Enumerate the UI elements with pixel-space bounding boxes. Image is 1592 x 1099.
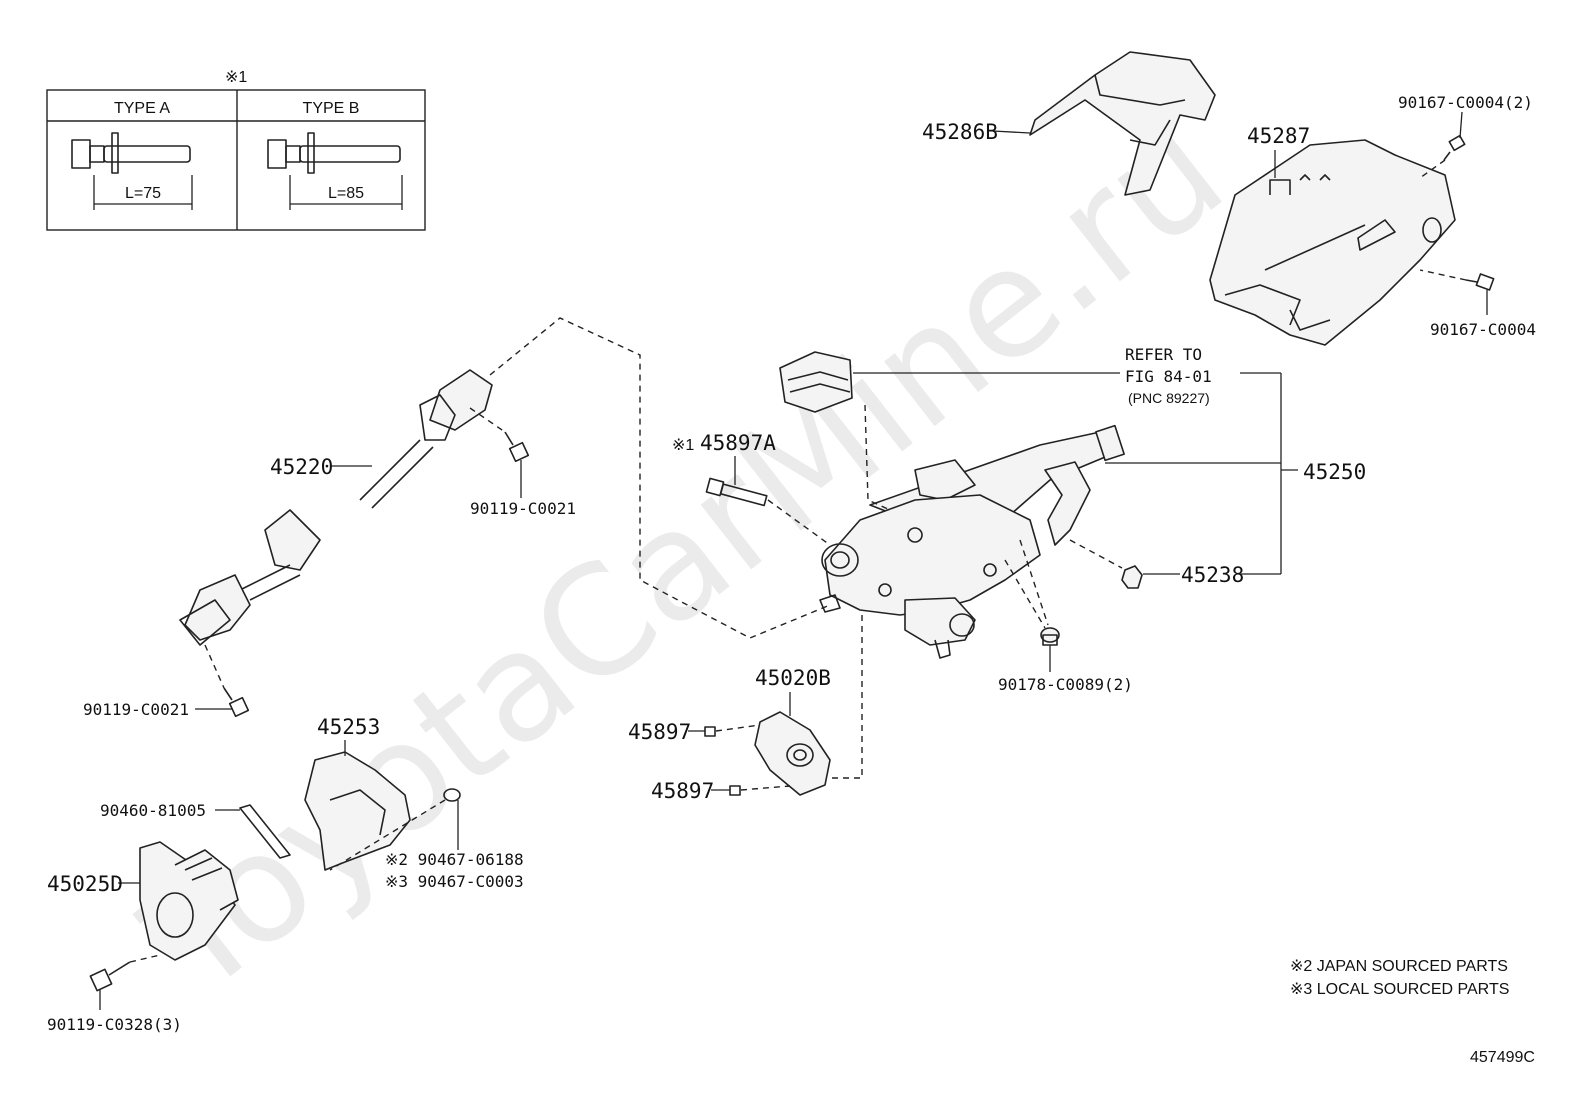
note-local-sourced: ※3 LOCAL SOURCED PARTS <box>1290 981 1509 998</box>
type-b-title: TYPE B <box>303 100 360 117</box>
nut-90178-icon <box>1040 627 1060 646</box>
label-45897a-mark: ※1 <box>672 437 694 454</box>
screw-90167-bottom-icon <box>1465 273 1495 291</box>
type-a-title: TYPE A <box>114 100 170 117</box>
bolt-type-a-icon <box>71 132 191 174</box>
upper-column-cover-drawing <box>1029 51 1216 196</box>
steering-boot-drawing <box>139 841 239 961</box>
label-45220: 45220 <box>270 455 333 479</box>
type-b-length: L=85 <box>328 185 364 202</box>
bolt-45897a-icon <box>705 477 768 507</box>
steering-column-assy-drawing <box>779 351 1125 659</box>
label-45897-top: 45897 <box>628 720 691 744</box>
intermediate-shaft-drawing <box>179 369 493 646</box>
figure-id: 457499C <box>1470 1049 1535 1066</box>
bolt-90119-bottom-icon <box>223 687 250 718</box>
bolt-90119-top-icon <box>504 431 530 463</box>
type-a-length: L=75 <box>125 185 161 202</box>
clip-90460-icon <box>239 804 291 859</box>
label-45287: 45287 <box>1247 124 1310 148</box>
label-90119-c0021-bottom: 90119-C0021 <box>83 700 189 719</box>
refer-to-line3: (PNC 89227) <box>1128 390 1210 406</box>
label-90467-06188: ※2 90467-06188 <box>385 850 524 869</box>
screw-45897-top-icon <box>704 726 716 737</box>
label-90119-c0021-top: 90119-C0021 <box>470 499 576 518</box>
refer-to-line1: REFER TO <box>1125 345 1202 364</box>
table-ref-mark: ※1 <box>225 69 247 86</box>
label-90167-c0004: 90167-C0004 <box>1430 320 1536 339</box>
label-90167-c0004-2: 90167-C0004(2) <box>1398 93 1533 112</box>
screw-45897-bottom-icon <box>729 785 741 796</box>
label-90467-c0003: ※3 90467-C0003 <box>385 872 524 891</box>
bolt-type-b-icon <box>267 132 401 174</box>
column-hole-cover-drawing <box>304 751 411 871</box>
bracket-45020b-drawing <box>754 711 831 796</box>
label-90460-81005: 90460-81005 <box>100 801 206 820</box>
label-45253: 45253 <box>317 715 380 739</box>
note-japan-sourced: ※2 JAPAN SOURCED PARTS <box>1290 958 1508 975</box>
screw-90167-top-icon <box>1443 134 1466 161</box>
lower-column-cover-drawing <box>1209 139 1456 346</box>
nut-45238-icon <box>1121 565 1143 589</box>
bolt-90119-c0328-icon <box>89 961 131 992</box>
label-45250: 45250 <box>1303 460 1366 484</box>
label-90119-c0328: 90119-C0328(3) <box>47 1015 182 1034</box>
label-45897a: 45897A <box>700 431 776 455</box>
label-45020b: 45020B <box>755 666 831 690</box>
label-45025d: 45025D <box>47 872 123 896</box>
label-90178-c0089: 90178-C0089(2) <box>998 675 1133 694</box>
label-45238: 45238 <box>1181 563 1244 587</box>
bolt-type-table: ※1 TYPE A TYPE B L=75 L=85 <box>46 69 426 231</box>
label-45286b: 45286B <box>922 120 998 144</box>
label-45897-bottom: 45897 <box>651 779 714 803</box>
clip-90467-icon <box>443 788 461 802</box>
refer-to-line2: FIG 84-01 <box>1125 367 1212 386</box>
